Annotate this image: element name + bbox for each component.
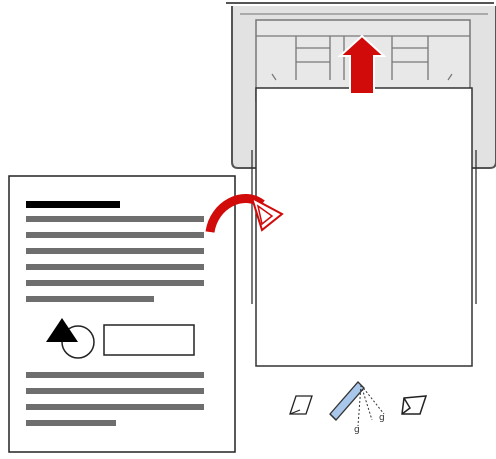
svg-text:g: g — [354, 425, 360, 435]
push-up-arrow-icon — [337, 34, 387, 95]
pen-angle-icon: g g — [289, 381, 428, 435]
document-icon — [8, 175, 236, 453]
svg-text:g: g — [379, 413, 385, 423]
paper-sheet-icon — [251, 87, 477, 367]
rotate-arrow-icon — [205, 194, 284, 233]
